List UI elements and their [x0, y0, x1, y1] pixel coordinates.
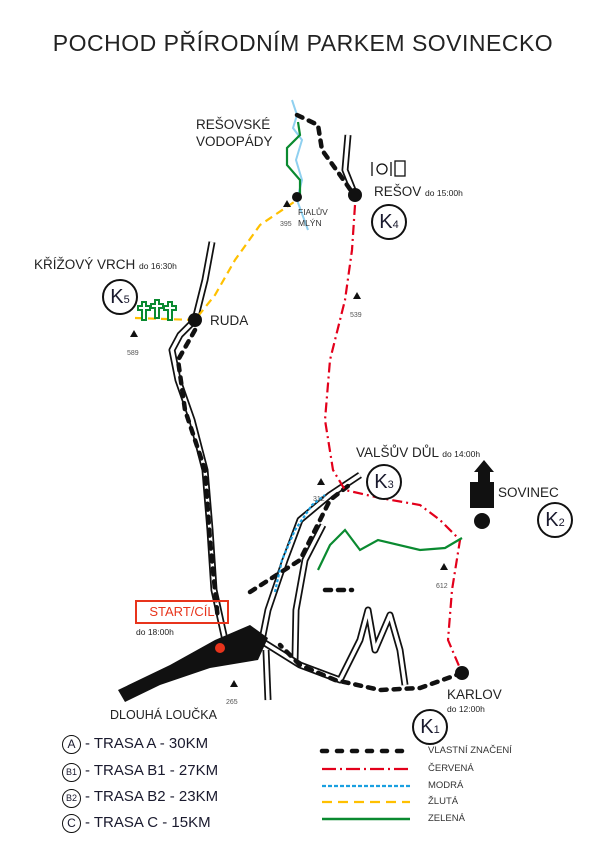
label-vodopady-2: VODOPÁDY: [196, 134, 273, 149]
checkpoint-k4: K4: [371, 204, 407, 240]
start-time: do 18:00h: [136, 627, 174, 637]
legend-label-cervena: ČERVENÁ: [428, 763, 474, 774]
legend-label-zelena: ZELENÁ: [428, 813, 465, 824]
peak-icons: [130, 200, 448, 687]
elevation-539: 539: [350, 312, 362, 319]
krizovy-time: do 16:30h: [139, 261, 177, 271]
elevation-589: 589: [127, 350, 139, 357]
resov-name: REŠOV: [374, 184, 422, 199]
sovinec-dot: [474, 513, 490, 529]
restaurant-icon: [371, 162, 392, 176]
label-fialuv-1: FIALŮV: [298, 207, 328, 217]
label-karlov-time: do 12:00h: [447, 704, 485, 714]
label-resov: REŠOV do 15:00h: [374, 184, 463, 199]
elevation-265: 265: [226, 699, 238, 706]
resov-dot: [348, 188, 362, 202]
checkpoint-k3: K3: [366, 464, 402, 500]
krizovy-name: KŘÍŽOVÝ VRCH: [34, 257, 136, 272]
label-ruda: RUDA: [210, 313, 249, 328]
ruda-dot: [188, 313, 202, 327]
legend-label-modra: MODRÁ: [428, 780, 464, 791]
elevation-395: 395: [280, 221, 292, 228]
route-black: [175, 112, 465, 693]
map-title: POCHOD PŘÍRODNÍM PARKEM SOVINECKO: [52, 30, 554, 56]
town-area: [118, 625, 268, 702]
legend-route-a: A- TRASA A - 30KM: [62, 735, 208, 754]
route-blue: [273, 494, 326, 593]
route-yellow: [134, 199, 298, 322]
checkpoint-k1: K1: [412, 709, 448, 745]
label-krizovy: KŘÍŽOVÝ VRCH do 16:30h: [34, 257, 177, 272]
label-sovinec: SOVINEC: [498, 485, 559, 500]
beer-icon: [394, 160, 406, 177]
start-dot: [215, 643, 225, 653]
elevation-612: 612: [436, 583, 448, 590]
legend-label-vlastni: VLASTNÍ ZNAČENÍ: [428, 745, 512, 756]
checkpoint-k2: K2: [537, 502, 573, 538]
start-finish-label: START/CÍL: [135, 600, 229, 624]
route-red: [323, 204, 464, 674]
label-valsuv: VALŠŮV DŮL do 14:00h: [356, 445, 480, 460]
elevation-312: 312: [313, 496, 325, 503]
checkpoint-k5: K5: [102, 279, 138, 315]
castle-icon: [470, 460, 494, 508]
legend-route-b2: B2- TRASA B2 - 23KM: [62, 788, 218, 808]
crosses-icon: [137, 299, 177, 321]
label-karlov: KARLOV: [447, 687, 502, 702]
label-vodopady-1: REŠOVSKÉ: [196, 117, 271, 132]
valsuv-time: do 14:00h: [442, 449, 481, 459]
valsuv-name: VALŠŮV DŮL: [356, 445, 439, 460]
legend-label-zluta: ŽLUTÁ: [428, 796, 459, 807]
fialuv-dot: [292, 192, 302, 202]
legend-route-c: C- TRASA C - 15KM: [62, 814, 211, 833]
legend-route-b1: B1- TRASA B1 - 27KM: [62, 762, 218, 782]
resov-time: do 15:00h: [425, 188, 463, 198]
label-fialuv-2: MLÝN: [298, 218, 322, 228]
route-green: [285, 121, 463, 571]
label-dlouha-loucka: DLOUHÁ LOUČKA: [110, 708, 217, 722]
karlov-dot: [455, 666, 469, 680]
